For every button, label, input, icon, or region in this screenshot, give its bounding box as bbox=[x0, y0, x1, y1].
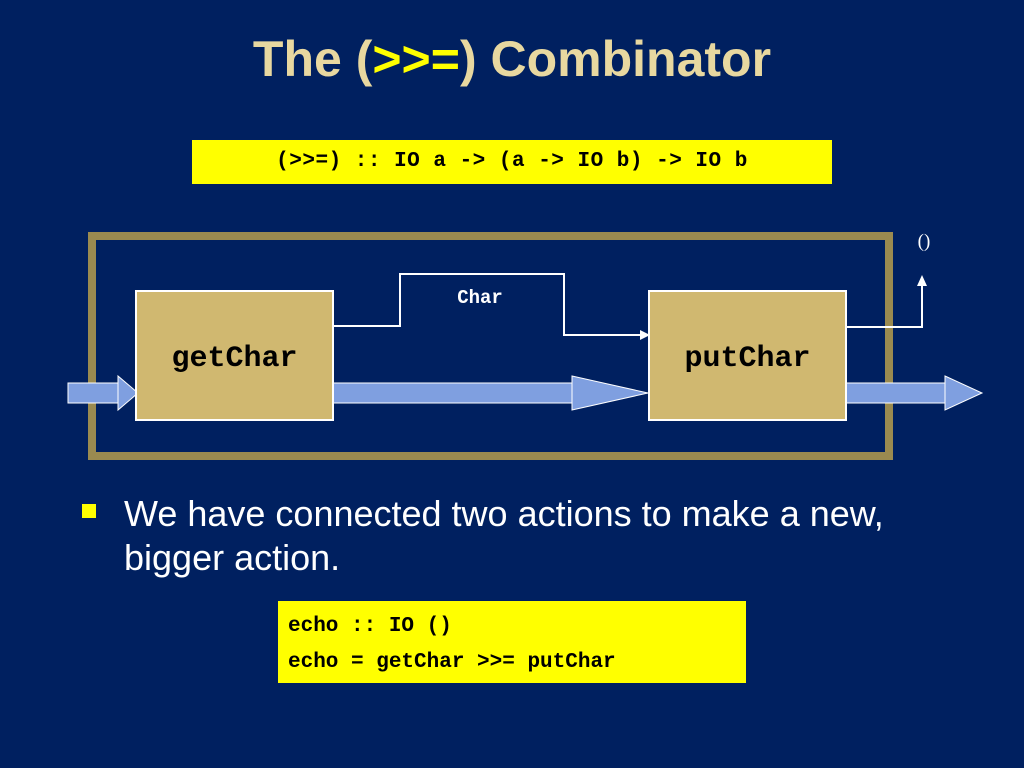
combinator-diagram: getChar putChar Char () bbox=[67, 231, 984, 460]
getchar-label: getChar bbox=[171, 342, 297, 376]
input-flow-arrow bbox=[67, 374, 139, 412]
putchar-box bbox=[648, 290, 847, 421]
code-box: echo :: IO () echo = getChar >>= putChar bbox=[278, 601, 746, 683]
char-wire bbox=[333, 273, 640, 336]
title-operator: >>= bbox=[372, 31, 460, 87]
bullet-square-icon bbox=[82, 504, 96, 518]
bullet-text: We have connected two actions to make a … bbox=[124, 493, 884, 578]
title-suffix: ) Combinator bbox=[459, 31, 772, 87]
middle-flow-arrow bbox=[332, 375, 649, 411]
type-signature: (>>=) :: IO a -> (a -> IO b) -> IO b bbox=[276, 150, 748, 173]
code-line-2: echo = getChar >>= putChar bbox=[288, 651, 616, 674]
unit-label: () bbox=[918, 231, 931, 252]
getchar-box bbox=[135, 290, 334, 421]
result-wire-arrowhead bbox=[917, 275, 927, 286]
type-signature-box: (>>=) :: IO a -> (a -> IO b) -> IO b bbox=[192, 140, 832, 184]
result-wire bbox=[846, 284, 923, 328]
title-prefix: The ( bbox=[252, 31, 373, 87]
slide-title: The (>>=) Combinator bbox=[0, 30, 1024, 88]
code-line-1: echo :: IO () bbox=[288, 615, 452, 638]
char-wire-arrowhead bbox=[640, 330, 650, 340]
putchar-label: putChar bbox=[684, 342, 810, 376]
output-flow-arrow bbox=[844, 375, 984, 411]
char-label: Char bbox=[457, 287, 503, 309]
outer-frame bbox=[88, 232, 893, 460]
